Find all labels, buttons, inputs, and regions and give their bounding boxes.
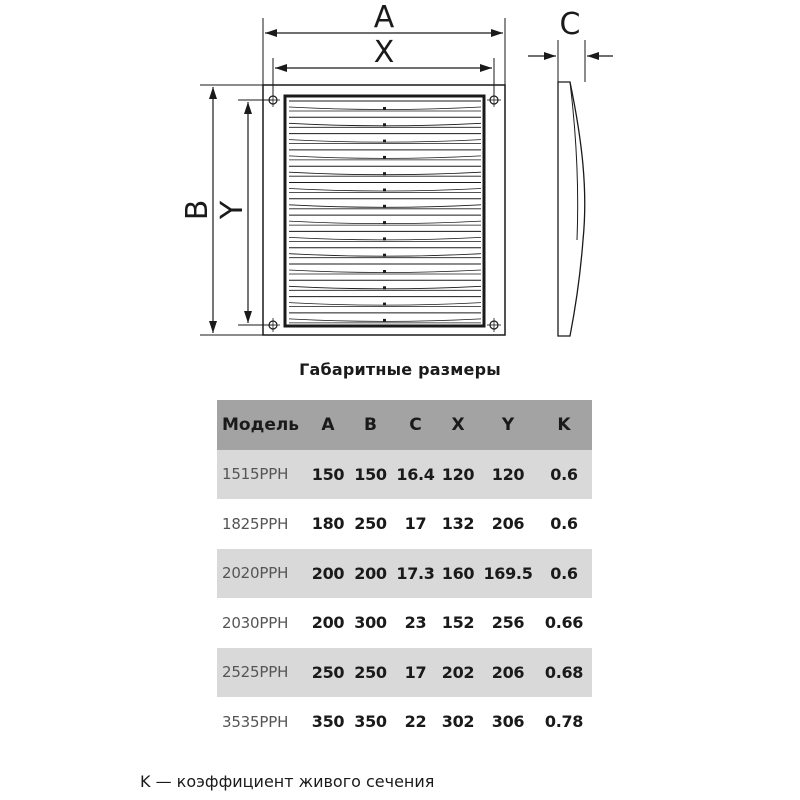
value-cell: 250 xyxy=(354,514,387,534)
table-row: 2020PPH 200 200 17.3 160 169.5 0.6 xyxy=(217,548,592,598)
column-header-c: C xyxy=(409,414,422,435)
value-cell: 200 xyxy=(354,563,387,583)
value-cell: 169.5 xyxy=(483,563,533,583)
center-rib-dot xyxy=(383,123,386,127)
screw-hole-icon xyxy=(487,318,501,332)
value-cell: 22 xyxy=(404,712,427,732)
center-rib-dot xyxy=(383,155,386,159)
center-rib-dot xyxy=(383,270,386,273)
value-cell: 152 xyxy=(441,613,475,633)
value-cell: 0.6 xyxy=(550,563,578,583)
value-cell: 150 xyxy=(311,464,345,484)
center-rib-dot xyxy=(383,253,386,257)
outer-frame xyxy=(262,84,506,336)
value-cell: 150 xyxy=(354,464,387,484)
value-cell: 350 xyxy=(311,712,345,732)
value-cell: 17 xyxy=(404,662,427,682)
table-header-row: Модель A B C X Y K xyxy=(217,400,592,450)
center-rib-dot xyxy=(383,172,386,176)
table-row: 1515PPH 150 150 16.4 120 120 0.6 xyxy=(217,449,592,499)
label-c: C xyxy=(560,7,581,42)
value-cell: 23 xyxy=(404,613,427,633)
louver-slats xyxy=(288,100,482,324)
column-header-y: Y xyxy=(501,414,515,435)
column-header-x: X xyxy=(451,414,465,435)
front-view xyxy=(262,84,506,336)
section-title: Габаритные размеры xyxy=(299,360,501,379)
table-row: 2030PPH 200 300 23 152 256 0.66 xyxy=(217,598,592,648)
column-header-k: K xyxy=(557,414,571,435)
extension-lines xyxy=(200,18,586,336)
value-cell: 17.3 xyxy=(396,563,435,583)
value-cell: 132 xyxy=(441,514,475,534)
value-cell: 250 xyxy=(354,662,387,682)
model-cell: 1515PPH xyxy=(222,465,289,484)
value-cell: 200 xyxy=(311,613,345,633)
value-cell: 0.78 xyxy=(544,712,584,732)
side-view xyxy=(557,81,586,337)
value-cell: 16.4 xyxy=(396,464,435,484)
value-cell: 202 xyxy=(441,662,475,682)
value-cell: 306 xyxy=(491,712,525,732)
model-cell: 1825PPH xyxy=(222,514,289,533)
value-cell: 17 xyxy=(404,514,427,534)
footnote: K — коэффициент живого сечения xyxy=(140,772,435,791)
value-cell: 350 xyxy=(354,712,387,732)
value-cell: 300 xyxy=(354,613,387,633)
value-cell: 250 xyxy=(311,662,345,682)
center-rib-dot xyxy=(383,188,386,192)
value-cell: 206 xyxy=(491,514,525,534)
center-rib-dot xyxy=(383,237,386,241)
dimension-lines xyxy=(209,29,613,333)
table-row: 2525PPH 250 250 17 202 206 0.68 xyxy=(217,647,592,697)
model-cell: 2525PPH xyxy=(222,663,289,682)
center-rib-dot xyxy=(383,139,386,143)
table-row: 1825PPH 180 250 17 132 206 0.6 xyxy=(217,499,592,549)
center-rib-dot xyxy=(383,286,386,290)
value-cell: 0.6 xyxy=(550,464,578,484)
grille-dimension-drawing: A X B Y C xyxy=(180,0,613,337)
value-cell: 0.66 xyxy=(544,613,584,633)
value-cell: 120 xyxy=(441,464,475,484)
value-cell: 200 xyxy=(311,563,345,583)
value-cell: 0.68 xyxy=(544,662,584,682)
value-cell: 256 xyxy=(491,613,525,633)
label-y: Y xyxy=(215,200,250,220)
column-header-b: B xyxy=(364,414,377,435)
label-a: A xyxy=(374,0,395,35)
label-x: X xyxy=(374,35,395,70)
inner-frame xyxy=(283,94,486,328)
center-rib-dot xyxy=(383,107,386,110)
model-cell: 2030PPH xyxy=(222,613,289,632)
value-cell: 206 xyxy=(491,662,525,682)
center-rib-dot xyxy=(383,302,386,306)
model-cell: 2020PPH xyxy=(222,564,289,583)
model-cell: 3535PPH xyxy=(222,712,289,731)
column-header-model: Модель xyxy=(222,414,300,435)
column-header-a: A xyxy=(321,414,335,435)
table-row: 3535PPH 350 350 22 302 306 0.78 xyxy=(217,697,592,747)
center-rib-dot xyxy=(383,318,386,322)
value-cell: 180 xyxy=(311,514,345,534)
label-b: B xyxy=(180,200,215,221)
value-cell: 120 xyxy=(491,464,525,484)
value-cell: 0.6 xyxy=(550,514,578,534)
center-rib-dot xyxy=(383,221,386,225)
center-rib-dot xyxy=(383,204,386,208)
value-cell: 160 xyxy=(441,563,475,583)
value-cell: 302 xyxy=(441,712,475,732)
